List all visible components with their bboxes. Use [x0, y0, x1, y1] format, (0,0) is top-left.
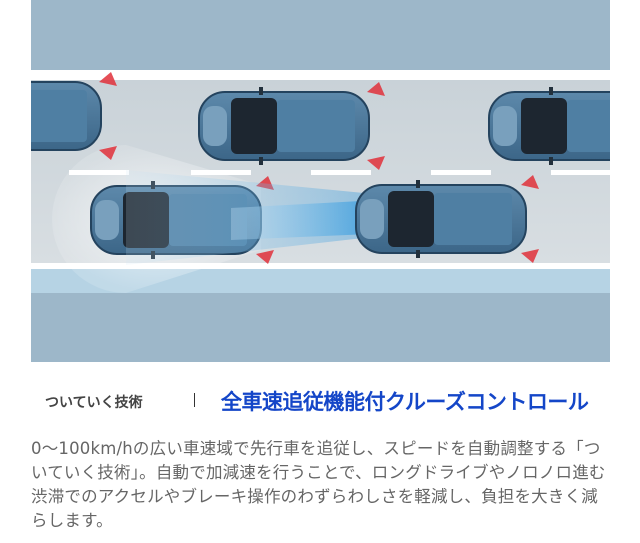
lead-car [355, 175, 539, 263]
feature-title: 全車速追従機能付クルーズコントロール [221, 390, 589, 414]
car-top-middle [198, 82, 385, 170]
cruise-control-illustration [31, 0, 610, 362]
car-top-right [488, 86, 610, 166]
feature-subtitle: ついていく技術 [45, 395, 143, 411]
divider [194, 393, 195, 407]
feature-description: 0〜100km/hの広い車速域で先行車を追従し、スピードを自動調整する「ついてい… [31, 439, 606, 530]
